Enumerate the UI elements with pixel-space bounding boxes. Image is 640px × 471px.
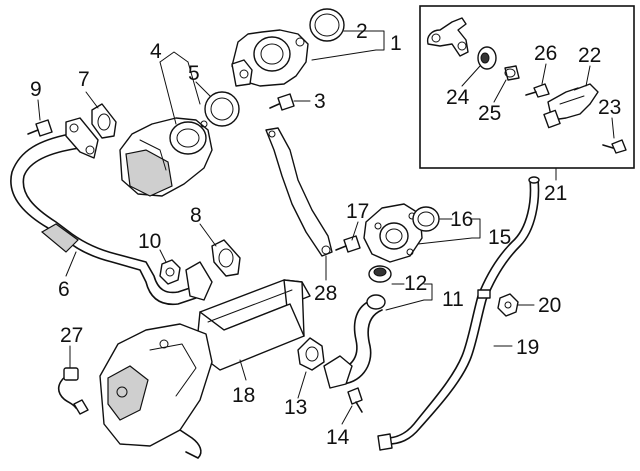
gasket-7 (91, 103, 117, 139)
inset-box (419, 5, 635, 169)
temp-sensor-27 (57, 367, 89, 415)
callout-22: 22 (578, 44, 601, 67)
gasket-8 (211, 239, 241, 277)
sensor-tube (377, 176, 540, 451)
callout-14: 14 (326, 426, 350, 449)
callout-12: 12 (404, 272, 427, 295)
callout-7: 7 (78, 68, 90, 91)
hose-flange (323, 355, 353, 389)
egr-cooler (99, 279, 311, 459)
callout-10: 10 (138, 230, 161, 253)
bolt-17 (335, 235, 361, 253)
callout-3: 3 (314, 90, 326, 113)
callout-28: 28 (314, 282, 337, 305)
nut-20 (497, 293, 519, 317)
callout-6: 6 (58, 278, 70, 301)
leader-lines (37, 30, 615, 425)
callout-27: 27 (60, 324, 83, 347)
callout-2: 2 (356, 20, 368, 43)
callout-20: 20 (538, 294, 561, 317)
callout-13: 13 (284, 396, 307, 419)
bracket-28 (265, 127, 333, 257)
callout-9: 9 (30, 78, 42, 101)
callout-1: 1 (390, 32, 402, 55)
callout-25: 25 (478, 102, 501, 125)
egr-pipe (10, 117, 213, 306)
callout-16: 16 (450, 208, 473, 231)
callout-19: 19 (516, 336, 539, 359)
sleeve (504, 65, 520, 81)
callout-24: 24 (446, 86, 470, 109)
bolt-26 (525, 83, 550, 98)
bolt-3 (269, 93, 295, 111)
gasket-13 (297, 337, 325, 371)
callout-17: 17 (346, 200, 369, 223)
pressure-sensor (543, 83, 599, 129)
gasket-2 (309, 8, 345, 42)
gasket-5 (204, 91, 240, 127)
callout-labels: 1 2 3 4 5 6 7 8 9 10 11 12 13 14 15 16 1… (30, 20, 621, 449)
callout-5: 5 (188, 62, 200, 85)
coolant-outlet (363, 203, 423, 263)
egr-valve-lower (119, 117, 213, 197)
gasket-16 (412, 206, 440, 232)
callout-21: 21 (544, 182, 567, 205)
grommet (477, 46, 497, 70)
pressure-sensor-bracket (426, 17, 469, 57)
nut-10 (159, 259, 181, 285)
callout-15: 15 (488, 226, 511, 249)
callout-18: 18 (232, 384, 255, 407)
callout-4: 4 (150, 40, 162, 63)
seal-12 (368, 265, 392, 283)
callout-23: 23 (598, 96, 621, 119)
callout-8: 8 (190, 204, 202, 227)
bolt-23 (602, 139, 627, 154)
bolt-14 (347, 387, 363, 413)
bolt-9 (27, 119, 53, 137)
callout-26: 26 (534, 42, 557, 65)
egr-valve-upper (231, 29, 309, 87)
callout-11: 11 (442, 288, 464, 311)
